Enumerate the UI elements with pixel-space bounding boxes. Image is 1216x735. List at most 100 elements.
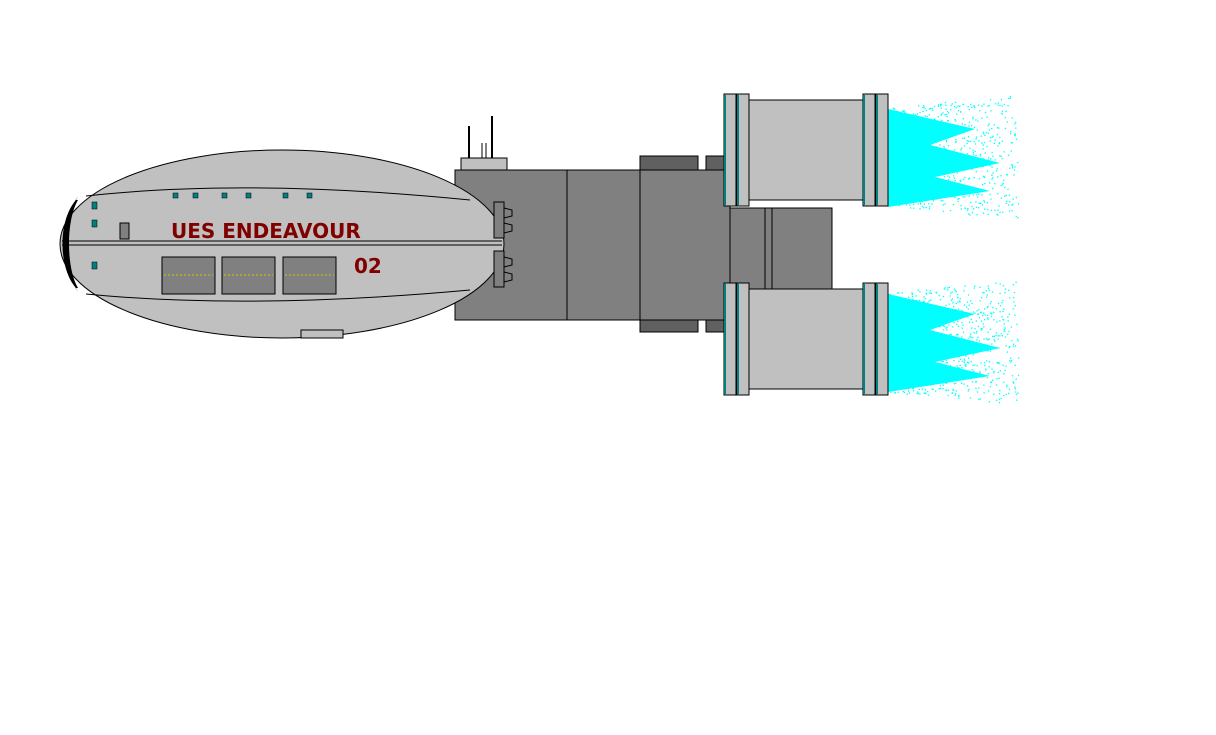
exhaust-particle bbox=[940, 114, 942, 116]
exhaust-particle bbox=[945, 368, 948, 371]
exhaust-particle bbox=[954, 289, 957, 291]
exhaust-particle bbox=[898, 346, 900, 348]
exhaust-particle bbox=[939, 191, 941, 193]
exhaust-particle bbox=[937, 105, 940, 108]
exhaust-particle bbox=[928, 374, 930, 376]
exhaust-particle bbox=[894, 195, 896, 197]
exhaust-particle bbox=[964, 285, 966, 287]
exhaust-particle bbox=[961, 321, 963, 324]
exhaust-particle bbox=[915, 321, 917, 323]
exhaust-particle bbox=[1003, 330, 1005, 332]
exhaust-particle bbox=[991, 178, 993, 180]
exhaust-particle bbox=[943, 194, 945, 196]
exhaust-particle bbox=[1015, 121, 1017, 124]
exhaust-particle bbox=[913, 133, 915, 135]
exhaust-particle bbox=[915, 114, 917, 116]
exhaust-particle bbox=[935, 134, 937, 137]
exhaust-particle bbox=[969, 321, 971, 323]
exhaust-particle bbox=[978, 202, 980, 204]
exhaust-particle bbox=[975, 387, 977, 389]
exhaust-particle bbox=[926, 115, 928, 118]
exhaust-particle bbox=[916, 131, 918, 133]
exhaust-particle bbox=[992, 379, 994, 381]
exhaust-particle bbox=[893, 322, 895, 324]
exhaust-particle bbox=[906, 119, 908, 121]
exhaust-particle bbox=[961, 147, 963, 149]
exhaust-particle bbox=[904, 298, 906, 301]
exhaust-particle bbox=[920, 376, 922, 379]
exhaust-particle bbox=[890, 343, 892, 345]
exhaust-particle bbox=[938, 189, 940, 192]
exhaust-particle bbox=[894, 381, 896, 383]
exhaust-particle bbox=[935, 291, 937, 293]
exhaust-particle bbox=[944, 161, 946, 164]
exhaust-particle bbox=[1003, 395, 1005, 397]
exhaust-particle bbox=[940, 339, 942, 341]
exhaust-particle bbox=[894, 374, 896, 376]
exhaust-particle bbox=[941, 323, 943, 325]
exhaust-particle bbox=[948, 176, 951, 178]
exhaust-particle bbox=[956, 158, 958, 160]
exhaust-particle bbox=[915, 295, 917, 297]
exhaust-particle bbox=[908, 179, 910, 181]
exhaust-particle bbox=[936, 314, 939, 317]
exhaust-particle bbox=[929, 337, 931, 339]
exhaust-particle bbox=[898, 353, 900, 355]
exhaust-particle bbox=[902, 135, 905, 138]
exhaust-particle bbox=[992, 172, 994, 174]
engine-mount-top-plate-2 bbox=[705, 155, 725, 171]
exhaust-particle bbox=[896, 126, 898, 128]
exhaust-particle bbox=[1013, 174, 1015, 176]
exhaust-particle bbox=[950, 109, 952, 111]
exhaust-particle bbox=[990, 315, 993, 318]
exhaust-particle bbox=[978, 177, 981, 180]
exhaust-particle bbox=[1004, 288, 1007, 290]
exhaust-particle bbox=[909, 345, 911, 347]
exhaust-particle bbox=[903, 138, 905, 140]
exhaust-particle bbox=[920, 145, 922, 147]
exhaust-particle bbox=[891, 127, 894, 129]
exhaust-particle bbox=[983, 292, 985, 294]
exhaust-particle bbox=[907, 304, 909, 306]
exhaust-particle bbox=[911, 308, 913, 310]
exhaust-particle bbox=[919, 291, 921, 293]
exhaust-particle bbox=[912, 141, 914, 144]
exhaust-particle bbox=[978, 398, 980, 400]
exhaust-particle bbox=[918, 373, 920, 375]
exhaust-particle bbox=[990, 198, 992, 200]
exhaust-particle bbox=[930, 140, 933, 142]
exhaust-particle bbox=[1010, 326, 1013, 328]
exhaust-particle bbox=[980, 328, 982, 330]
exhaust-particle bbox=[923, 203, 925, 205]
exhaust-particle bbox=[898, 150, 900, 152]
exhaust-particle bbox=[991, 291, 994, 293]
exhaust-particle bbox=[988, 401, 990, 403]
exhaust-particle bbox=[947, 394, 949, 397]
exhaust-particle bbox=[939, 325, 942, 327]
exhaust-particle bbox=[888, 318, 890, 320]
exhaust-particle bbox=[980, 311, 982, 313]
exhaust-particle bbox=[976, 313, 979, 315]
exhaust-particle bbox=[1013, 169, 1016, 171]
exhaust-particle bbox=[985, 337, 987, 340]
exhaust-particle bbox=[891, 197, 893, 199]
exhaust-particle bbox=[923, 207, 925, 209]
exhaust-particle bbox=[891, 114, 893, 116]
exhaust-particle bbox=[986, 347, 988, 349]
exhaust-particle bbox=[939, 359, 941, 361]
exhaust-particle bbox=[934, 139, 936, 141]
exhaust-particle bbox=[941, 171, 943, 173]
exhaust-particle bbox=[894, 115, 896, 117]
exhaust-particle bbox=[941, 120, 943, 122]
exhaust-particle bbox=[916, 309, 918, 312]
exhaust-particle bbox=[939, 169, 941, 172]
exhaust-particle bbox=[951, 164, 953, 166]
exhaust-particle bbox=[905, 309, 907, 312]
exhaust-particle bbox=[973, 106, 975, 108]
exhaust-particle bbox=[943, 323, 945, 325]
exhaust-particle bbox=[987, 339, 989, 341]
exhaust-particle bbox=[943, 334, 945, 336]
exhaust-particle bbox=[902, 180, 904, 182]
exhaust-particle bbox=[892, 385, 894, 387]
exhaust-particle bbox=[1009, 360, 1011, 362]
